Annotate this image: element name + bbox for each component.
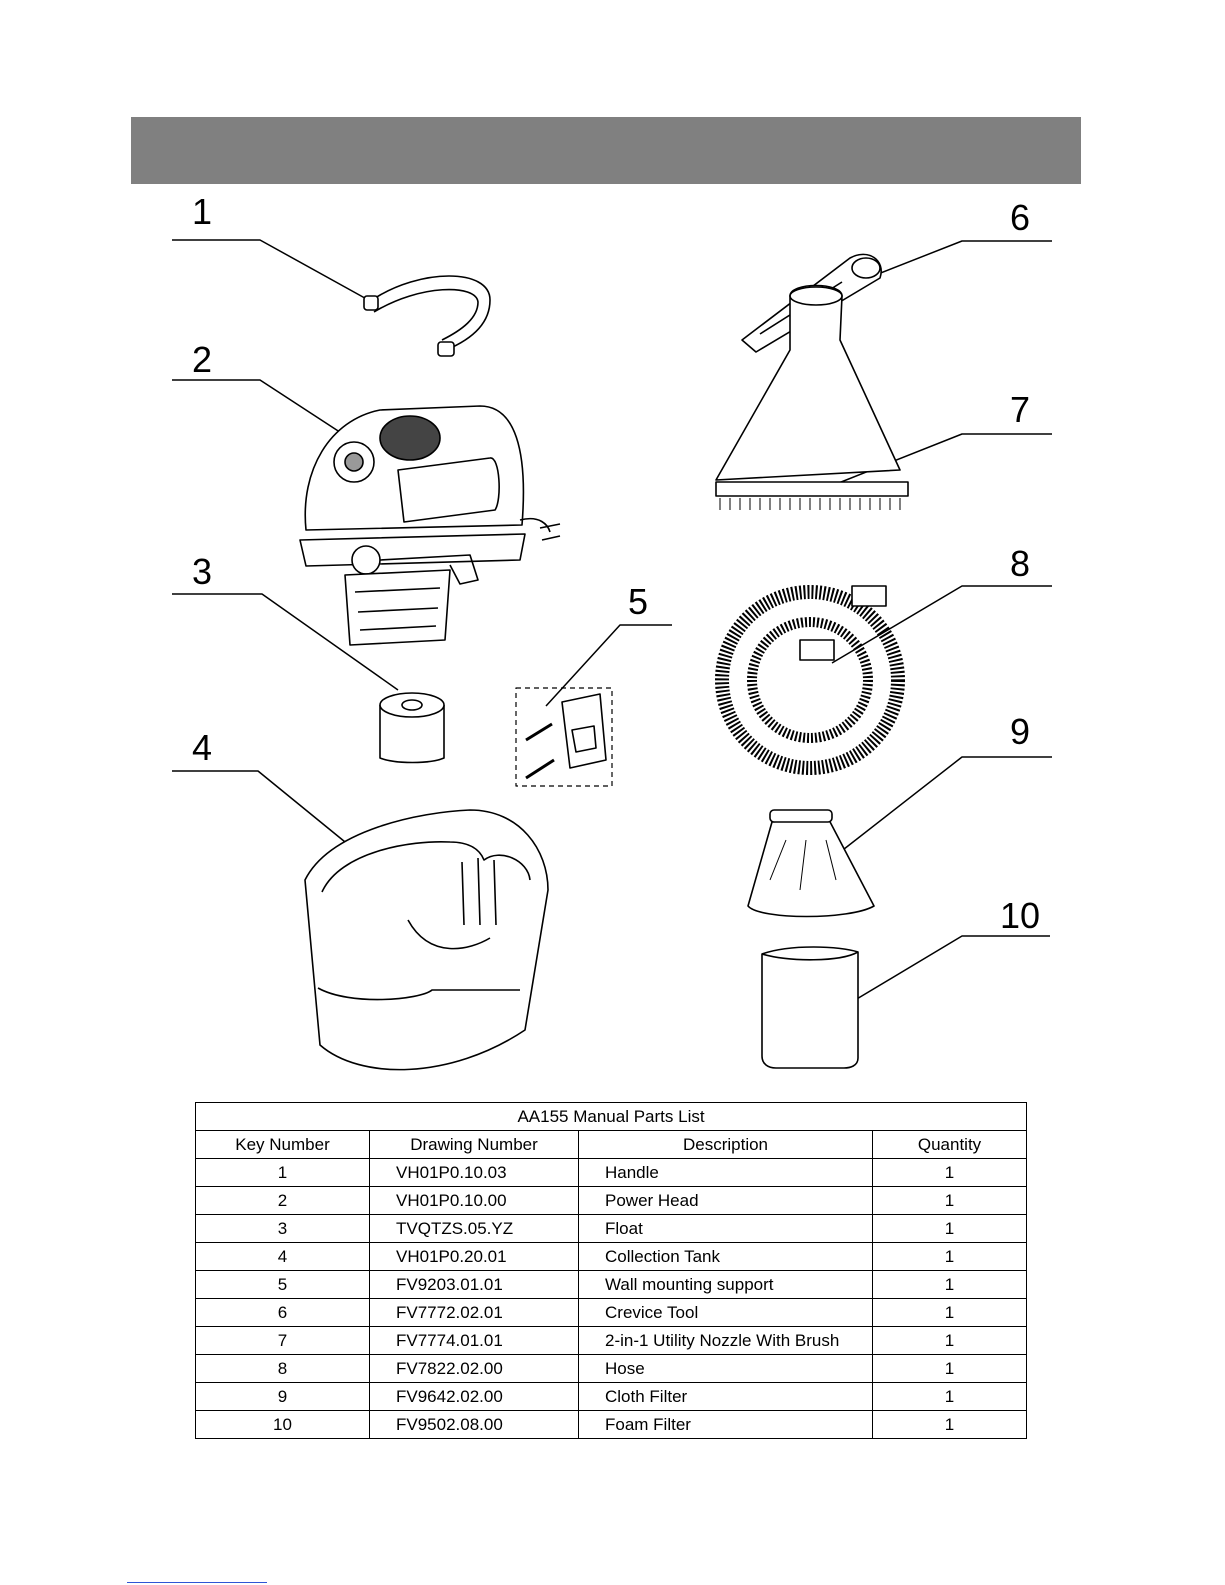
column-header-quantity: Quantity	[871, 1130, 1028, 1159]
description-cell: Collection Tank	[578, 1242, 873, 1271]
key-label-2: 2	[192, 339, 213, 380]
utility-nozzle-drawing	[715, 284, 909, 510]
quantity-cell: 1	[871, 1354, 1028, 1383]
description-cell: Cloth Filter	[578, 1382, 873, 1411]
leader-lines	[172, 239, 1052, 1016]
column-header-description: Description	[578, 1130, 873, 1159]
quantity-cell: 1	[871, 1242, 1028, 1271]
key-number-cell: 5	[195, 1270, 370, 1299]
key-label-4: 4	[192, 727, 213, 768]
quantity-cell: 1	[871, 1214, 1028, 1243]
drawing-number-cell: FV7822.02.00	[369, 1354, 579, 1383]
key-label-9: 9	[1010, 711, 1031, 752]
drawing-number-cell: VH01P0.20.01	[369, 1242, 579, 1271]
key-number-cell: 3	[195, 1214, 370, 1243]
key-label-3: 3	[192, 551, 213, 592]
hose-drawing	[715, 585, 905, 775]
description-cell: Power Head	[578, 1186, 873, 1215]
drawing-number-cell: FV7772.02.01	[369, 1298, 579, 1327]
float-drawing	[379, 692, 445, 764]
handle-drawing	[363, 275, 491, 357]
foam-filter-drawing	[761, 946, 859, 1069]
key-number-cell: 9	[195, 1382, 370, 1411]
drawing-number-cell: TVQTZS.05.YZ	[369, 1214, 579, 1243]
key-label-5: 5	[628, 581, 649, 622]
description-cell: Hose	[578, 1354, 873, 1383]
key-number-cell: 8	[195, 1354, 370, 1383]
link-underline	[127, 1582, 267, 1583]
parts-list-header-row: Key Number Drawing Number Description Qu…	[195, 1130, 1028, 1159]
key-label-10: 10	[1000, 895, 1041, 936]
key-label-8: 8	[1010, 543, 1031, 584]
key-number-cell: 4	[195, 1242, 370, 1271]
key-number-cell: 2	[195, 1186, 370, 1215]
description-cell: Float	[578, 1214, 873, 1243]
power-head-drawing	[299, 405, 561, 646]
quantity-cell: 1	[871, 1158, 1028, 1187]
drawing-number-cell: VH01P0.10.00	[369, 1186, 579, 1215]
key-number-cell: 10	[195, 1410, 370, 1439]
parts-list-table: AA155 Manual Parts List Key Number Drawi…	[194, 1102, 1028, 1439]
exploded-parts-diagram: 1 2 3 4 5 6 7 8 9 10	[0, 190, 1225, 1090]
collection-tank-drawing	[304, 809, 549, 1071]
drawing-number-cell: FV9642.02.00	[369, 1382, 579, 1411]
quantity-cell: 1	[871, 1410, 1028, 1439]
key-label-1: 1	[192, 191, 213, 232]
drawing-number-cell: VH01P0.10.03	[369, 1158, 579, 1187]
quantity-cell: 1	[871, 1382, 1028, 1411]
parts-list-title: AA155 Manual Parts List	[194, 1102, 1028, 1131]
column-header-drawing-number: Drawing Number	[369, 1130, 579, 1159]
section-header-bar	[131, 117, 1081, 184]
drawing-number-cell: FV9203.01.01	[369, 1270, 579, 1299]
key-number-cell: 6	[195, 1298, 370, 1327]
key-label-6: 6	[1010, 197, 1031, 238]
key-label-7: 7	[1010, 389, 1031, 430]
quantity-cell: 1	[871, 1298, 1028, 1327]
cloth-filter-drawing	[747, 809, 875, 918]
quantity-cell: 1	[871, 1326, 1028, 1355]
wall-mount-drawing	[515, 687, 613, 787]
drawing-number-cell: FV9502.08.00	[369, 1410, 579, 1439]
description-cell: Crevice Tool	[578, 1298, 873, 1327]
key-number-cell: 7	[195, 1326, 370, 1355]
key-number-cell: 1	[195, 1158, 370, 1187]
quantity-cell: 1	[871, 1270, 1028, 1299]
drawing-number-cell: FV7774.01.01	[369, 1326, 579, 1355]
quantity-cell: 1	[871, 1186, 1028, 1215]
description-cell: Wall mounting support	[578, 1270, 873, 1299]
description-cell: Foam Filter	[578, 1410, 873, 1439]
description-cell: 2-in-1 Utility Nozzle With Brush	[578, 1326, 873, 1355]
description-cell: Handle	[578, 1158, 873, 1187]
column-header-key-number: Key Number	[195, 1130, 370, 1159]
